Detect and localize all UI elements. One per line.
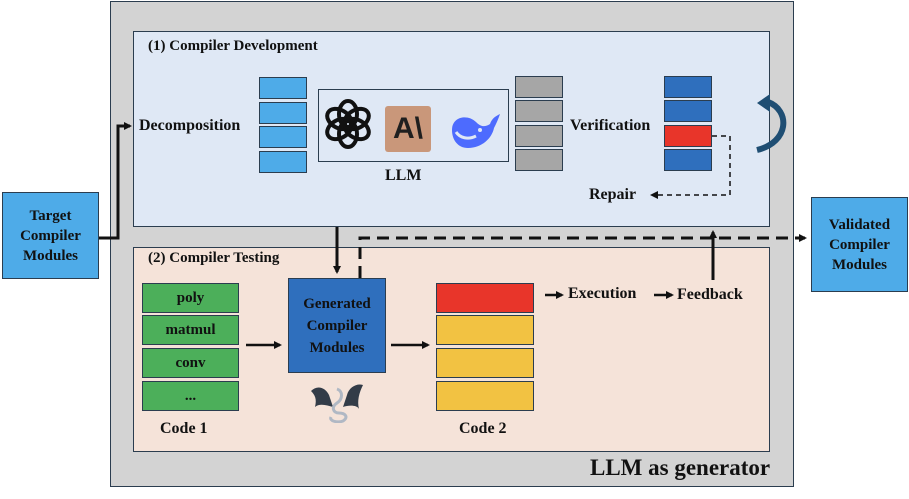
- compiler-testing-title: (2) Compiler Testing: [148, 250, 280, 266]
- code1-item-label: ...: [184, 387, 197, 404]
- deepseek-whale-icon: [452, 114, 500, 148]
- output-box-line: Modules: [831, 256, 887, 273]
- decomposition-label: Decomposition: [139, 117, 241, 134]
- decomposition-block: [259, 126, 307, 148]
- input-box-line: Target: [29, 207, 72, 224]
- input-box-line: Compiler: [20, 227, 81, 244]
- verification-label: Verification: [570, 117, 651, 134]
- llm-output-block: [515, 100, 563, 122]
- code2-block-failed: [436, 283, 534, 313]
- verification-block-failed: [664, 125, 712, 147]
- llm-output-block: [515, 125, 563, 147]
- generated-compiler-modules-box: Generated Compiler Modules: [288, 278, 386, 373]
- generated-to-validated-dashed-arrow: [358, 234, 807, 278]
- generated-box-line: Generated: [303, 295, 371, 312]
- llm-label: LLM: [385, 167, 422, 184]
- decomposition-block: [259, 151, 307, 173]
- anthropic-logo-text: A\: [393, 112, 423, 145]
- output-box-line: Compiler: [829, 236, 890, 253]
- compiler-development-title: (1) Compiler Development: [148, 38, 318, 54]
- iteration-loop-arrowhead: [757, 94, 770, 112]
- code2-block: [436, 348, 534, 378]
- llm-logos-box: A\: [318, 89, 509, 162]
- repair-dashed-arrow: [650, 135, 731, 199]
- input-to-decomposition-arrow: [99, 122, 132, 240]
- code1-item-label: conv: [175, 354, 206, 371]
- code2-block: [436, 381, 534, 411]
- verification-block: [664, 100, 712, 122]
- openai-logo-icon: [325, 99, 371, 149]
- decomposition-block: [259, 77, 307, 99]
- feedback-label: Feedback: [677, 286, 743, 303]
- code1-item-label: matmul: [165, 321, 216, 338]
- execution-label: Execution: [568, 285, 637, 302]
- target-compiler-modules-box: Target Compiler Modules: [2, 192, 99, 279]
- verification-block: [664, 149, 712, 171]
- llm-output-block: [515, 76, 563, 98]
- code1-item: poly: [142, 283, 239, 313]
- decomposition-block: [259, 102, 307, 124]
- code1-item: matmul: [142, 315, 239, 345]
- repair-label: Repair: [589, 186, 637, 203]
- code1-item: conv: [142, 348, 239, 378]
- generated-box-line: Modules: [309, 339, 365, 356]
- output-box-line: Validated: [828, 216, 891, 233]
- code2-block: [436, 315, 534, 345]
- input-box-line: Modules: [22, 247, 78, 264]
- code1-item: ...: [142, 381, 239, 411]
- llvm-dragon-icon: [311, 384, 363, 423]
- code2-label: Code 2: [459, 420, 507, 437]
- anthropic-logo-icon: A\: [385, 106, 431, 152]
- verification-block: [664, 76, 712, 98]
- code1-item-label: poly: [176, 289, 205, 306]
- iteration-loop-arrow: [756, 99, 787, 153]
- generated-box-line: Compiler: [306, 317, 368, 334]
- validated-compiler-modules-box: Validated Compiler Modules: [811, 197, 908, 292]
- llm-output-block: [515, 149, 563, 171]
- code1-label: Code 1: [160, 420, 208, 437]
- frame-label: LLM as generator: [590, 455, 771, 480]
- compiler-development-panel: [133, 31, 770, 227]
